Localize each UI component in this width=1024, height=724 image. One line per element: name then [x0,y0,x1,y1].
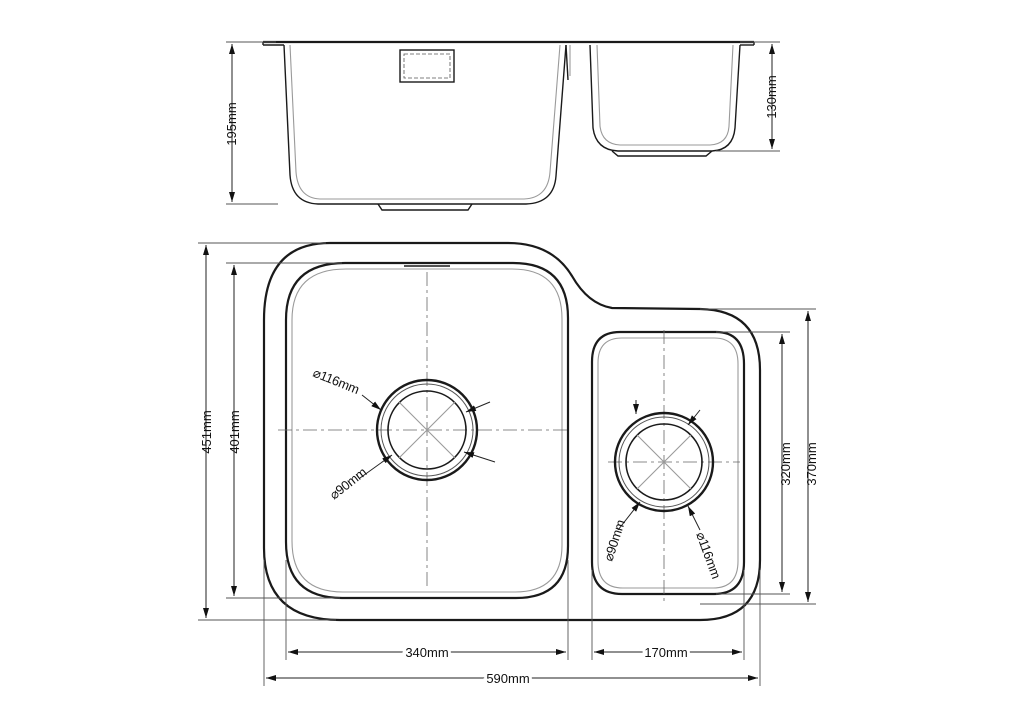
overall-width-label: 590mm [486,671,529,686]
main-bowl-width-label: 340mm [405,645,448,660]
small-bowl [590,330,746,596]
small-inner-diameter-label: ⌀90mm [601,518,628,563]
small-drain [613,411,715,513]
small-outer-diameter-label: ⌀116mm [693,530,724,581]
small-bowl-profile [589,44,741,152]
main-bowl-length-label: 401mm [227,410,242,453]
main-bowl-depth-label: 195mm [224,102,239,145]
small-bowl-depth-label: 130mm [764,75,779,118]
small-bowl-length-label: 320mm [778,442,793,485]
small-bowl-width-label: 170mm [644,645,687,660]
small-unit-length-label: 370mm [804,442,819,485]
main-bowl-profile [283,44,567,205]
plan-view: ⌀116mm ⌀90mm ⌀90mm ⌀116mm 451mm 401mm 32… [198,241,819,689]
overflow-slot [399,49,455,83]
overall-depth-label: 451mm [199,410,214,453]
sink-outer-outline [262,241,762,622]
main-drain [375,378,479,482]
main-inner-diameter-label: ⌀90mm [327,464,370,502]
elevation-view: 195mm 130mm [224,40,780,211]
main-outer-diameter-label: ⌀116mm [311,365,362,397]
main-bowl [284,261,570,600]
